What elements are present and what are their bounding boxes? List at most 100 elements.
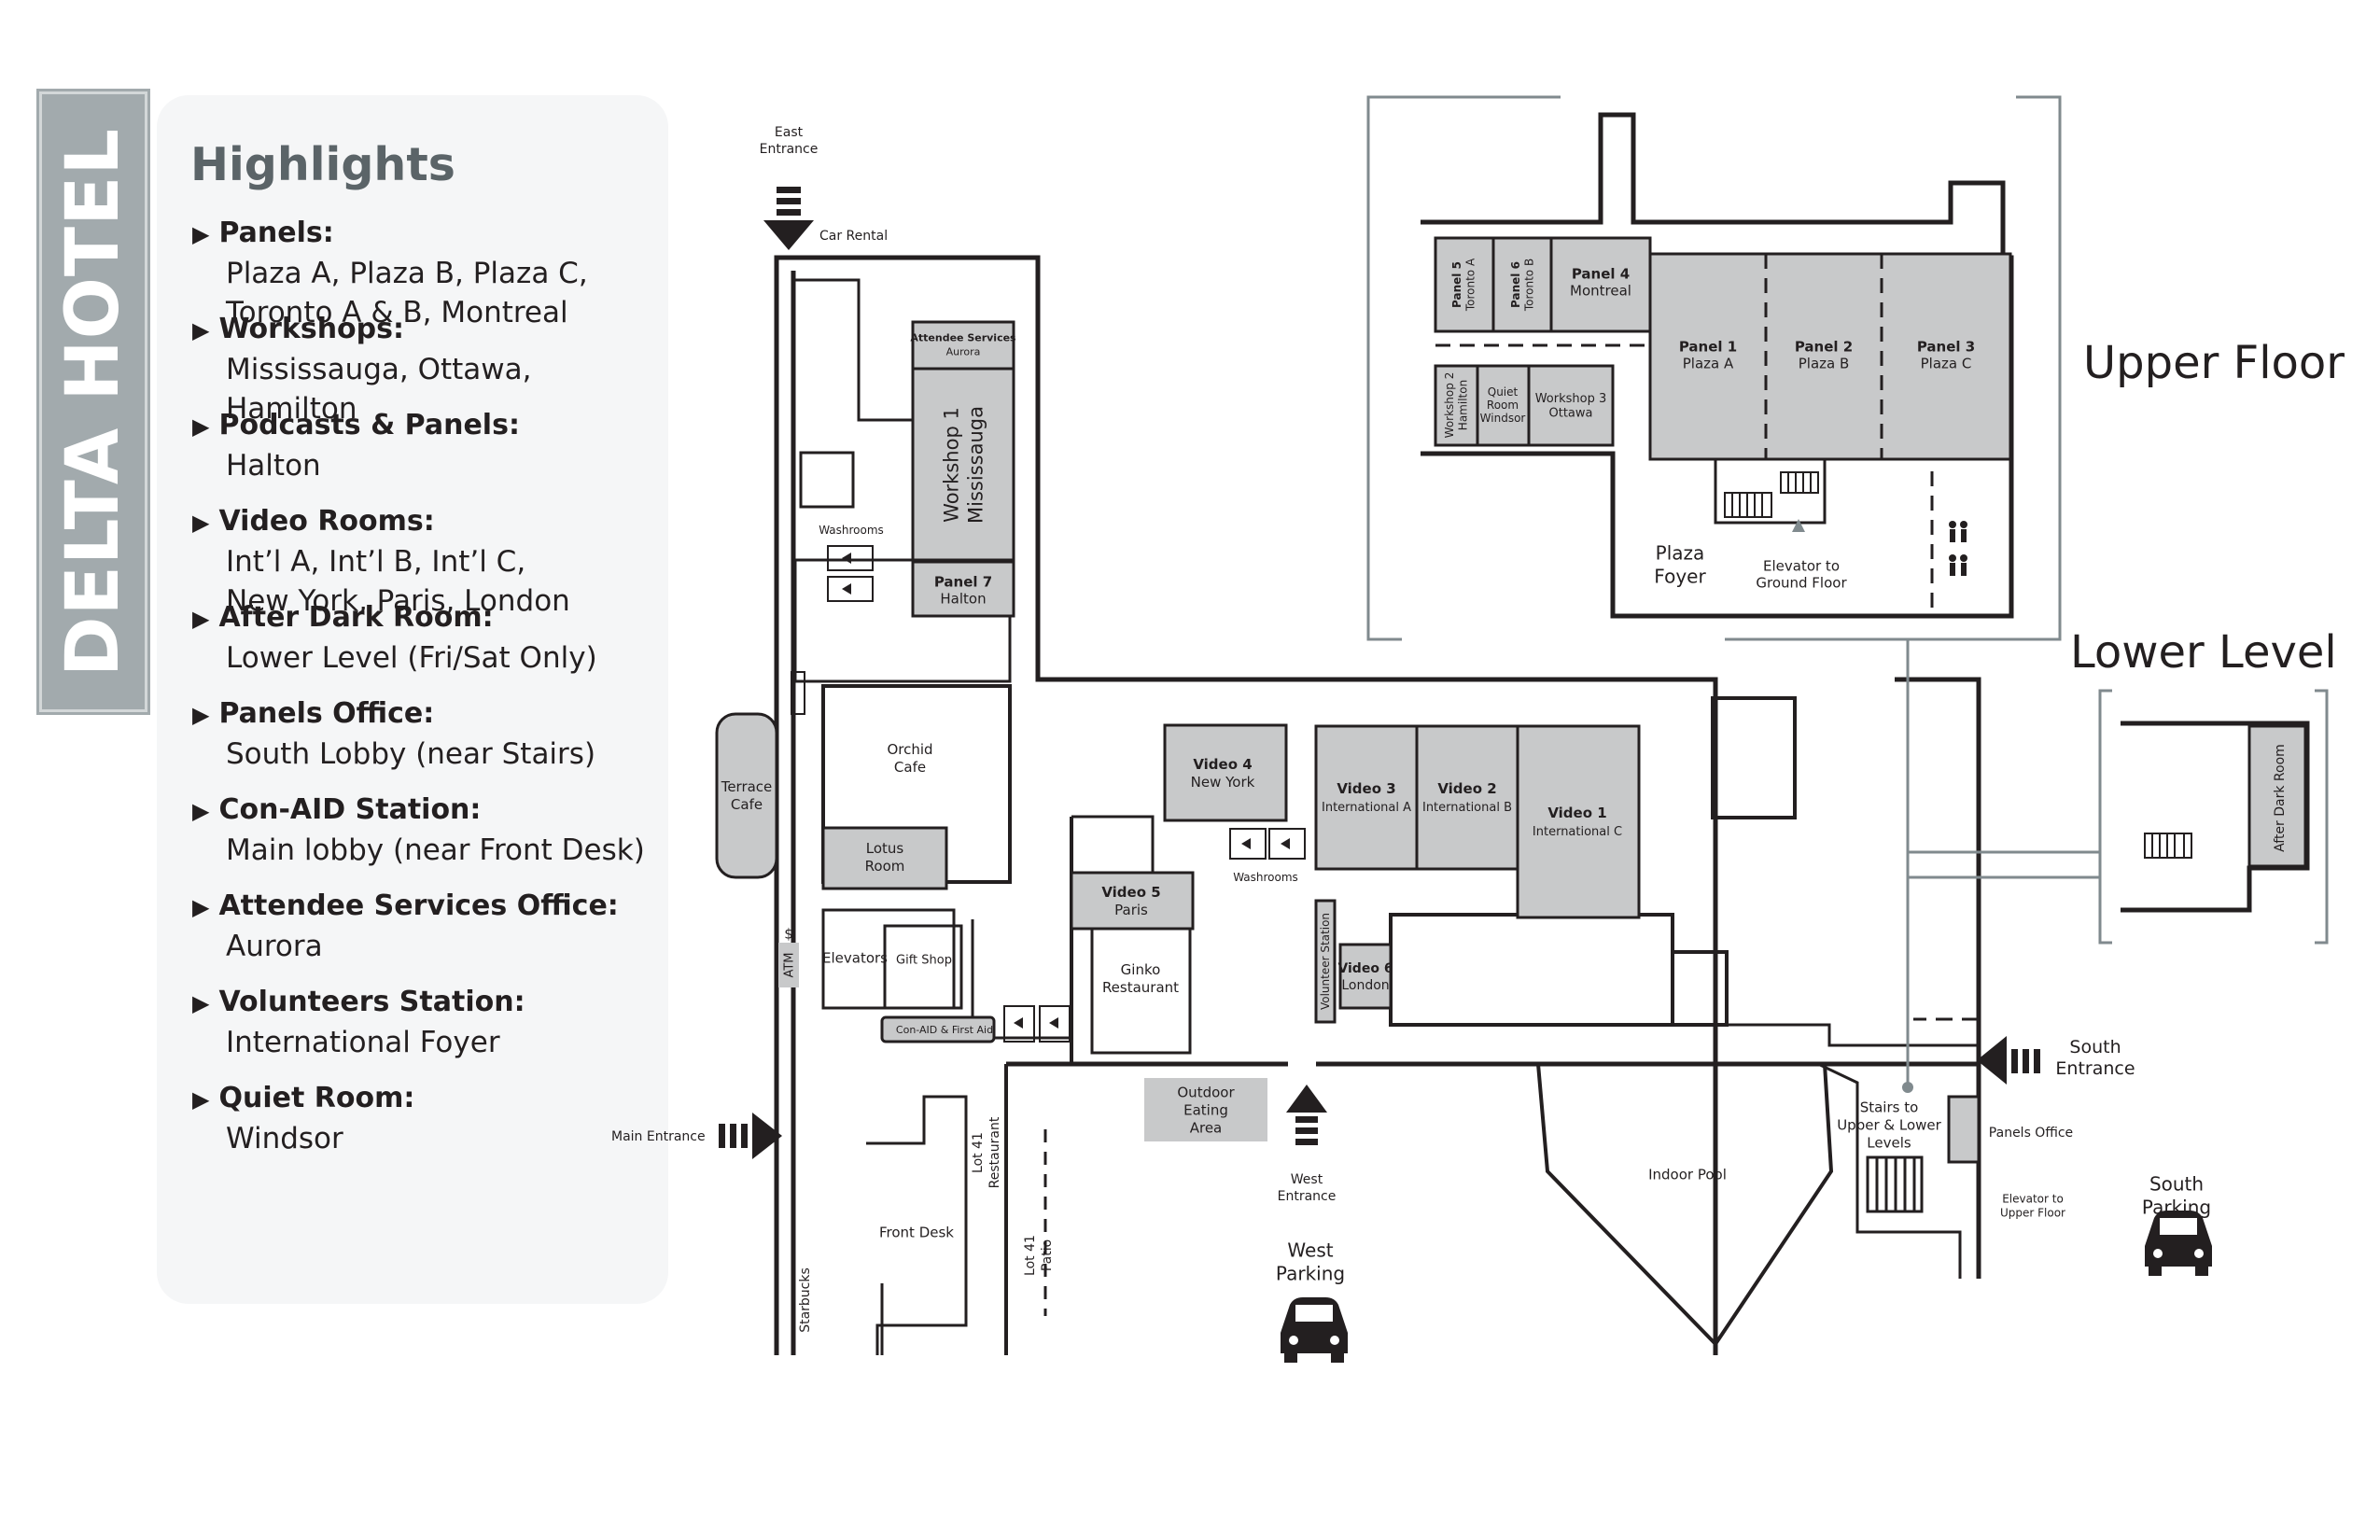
west-entrance-arrow-icon: [1286, 1085, 1327, 1145]
south-stairs-icon: [1866, 1155, 1924, 1213]
label-video-3-line: International A: [1322, 801, 1411, 815]
label-panel-2-line: Plaza B: [1799, 355, 1850, 371]
room-ottawa: [1527, 364, 1615, 447]
lower-stairs-icon: [2144, 833, 2192, 859]
label-workshop-2: Workshop 2Hamilton: [1443, 372, 1469, 439]
label-atm-line: ATM: [783, 952, 797, 977]
label-panel-3-line: Panel 3: [1917, 338, 1975, 355]
label-washrooms-west: Washrooms: [819, 524, 884, 537]
highlight-heading: ▶ Quiet Room:: [192, 1079, 414, 1119]
label-video-4-line: Video 4: [1193, 756, 1252, 773]
bullet-triangle-icon: ▶: [192, 510, 210, 536]
highlight-line: Int’l A, Int’l B, Int’l C,: [226, 545, 526, 579]
label-washrooms-mid: Washrooms: [1233, 871, 1298, 884]
label-panel-3-line: Plaza C: [1921, 355, 1972, 371]
label-panel-6: Panel 6Toronto B: [1509, 259, 1535, 312]
label-workshop-2-line: Hamilton: [1456, 380, 1469, 430]
room-plaza-abc: [1648, 252, 2012, 461]
label-workshop-1-line: Workshop 1: [940, 407, 962, 523]
elevator-ground-marker-icon: [1792, 519, 1805, 532]
label-starbucks: Starbucks: [798, 1267, 813, 1333]
label-volunteer-station: Volunteer Station: [1319, 913, 1332, 1010]
label-terrace-cafe-line: Cafe: [731, 796, 763, 813]
label-workshop-1-line: Mississauga: [964, 406, 987, 524]
label-workshop-3-line: Workshop 3: [1535, 392, 1607, 406]
panels-office-box: [1947, 1095, 1981, 1164]
label-outdoor-eating-line: Outdoor: [1177, 1084, 1235, 1100]
room-volunteer: [1314, 899, 1337, 1024]
label-elevator-ground-line: Elevator to: [1763, 557, 1840, 574]
label-terrace-cafe-line: Terrace: [721, 778, 773, 795]
label-elevators-line: Elevators: [822, 949, 888, 966]
highlight-heading: ▶Con-AID Station:: [192, 791, 645, 831]
label-panel-6-line: Panel 6: [1509, 261, 1522, 308]
terrace-cafe-box: [715, 712, 778, 879]
label-plaza-foyer-line: Plaza: [1656, 542, 1705, 565]
highlight-heading-text: Quiet Room:: [218, 1082, 415, 1114]
label-atm: ATM: [783, 952, 797, 977]
label-video-6-line: Video 6: [1337, 961, 1393, 976]
south-parking-car-icon: [2145, 1211, 2212, 1276]
highlight-item: ▶Panels Office:South Lobby (near Stairs): [192, 694, 595, 774]
label-con-aid: Con-AID & First Aid: [896, 1024, 993, 1036]
label-plaza-foyer-line: Foyer: [1654, 566, 1706, 588]
bullet-triangle-icon: ▶: [192, 317, 210, 343]
highlight-heading-text: Volunteers Station:: [218, 986, 525, 1018]
room-new-york: [1163, 723, 1288, 822]
label-video-1-line: Video 1: [1547, 805, 1606, 821]
label-panel-5-line: Toronto A: [1463, 258, 1477, 312]
highlight-line: New York, Paris, London: [226, 584, 570, 618]
highlight-item: ▶ Quiet Room: Windsor: [192, 1079, 414, 1158]
label-elevator-upper-line: Elevator to: [2002, 1193, 2064, 1206]
room-intl-b: [1415, 724, 1519, 871]
label-video-5-line: Paris: [1114, 902, 1148, 918]
room-aurora: [911, 320, 1015, 371]
highlight-heading: ▶Panels Office:: [192, 694, 595, 735]
highlight-heading: ▶After Dark Room:: [192, 598, 597, 638]
bullet-triangle-icon: ▶: [192, 606, 210, 632]
ground-room-fills: [715, 320, 1981, 1164]
label-panel-1-line: Plaza A: [1683, 355, 1734, 371]
lower-level-title: Lower Level: [2070, 626, 2337, 679]
highlight-heading: ▶Workshops:: [192, 310, 532, 350]
highlight-heading-text: Video Rooms:: [218, 505, 435, 538]
label-panel-4-line: Panel 4: [1572, 265, 1630, 282]
label-ginko-line: Restaurant: [1102, 979, 1179, 996]
label-panel-1-line: Panel 1: [1679, 338, 1737, 355]
hotel-name-banner: DELTA HOTEL: [36, 89, 150, 715]
label-south-parking-line: Parking: [2142, 1197, 2211, 1219]
bullet-triangle-icon: ▶: [192, 1086, 210, 1113]
label-car-rental-line: Car Rental: [819, 229, 888, 244]
upper-washroom-icons: [1949, 521, 1967, 576]
highlight-line: Hamilton: [226, 392, 357, 426]
highlight-heading: ▶Podcasts & Panels:: [192, 406, 520, 446]
label-lot-41-restaurant-line: Restaurant: [987, 1116, 1002, 1188]
label-video-2: Video 2 International B: [1422, 780, 1512, 815]
highlights-panel: Highlights ▶Panels:Plaza A, Plaza B, Pla…: [157, 95, 668, 1304]
highlight-line: Plaza A, Plaza B, Plaza C,: [226, 257, 588, 290]
highlight-item: ▶Con-AID Station:Main lobby (near Front …: [192, 791, 645, 870]
label-video-2-line: Video 2: [1437, 780, 1496, 797]
highlight-heading: ▶ Video Rooms:: [192, 502, 570, 542]
highlight-line: Main lobby (near Front Desk): [226, 833, 645, 867]
label-main-entrance: Main Entrance: [611, 1129, 706, 1144]
label-south-entrance-line: South: [2069, 1037, 2121, 1057]
label-south-parking-line: South: [2149, 1173, 2204, 1196]
highlight-line: Windsor: [226, 1122, 343, 1155]
label-quiet-room-line: Room: [1487, 399, 1519, 412]
lower-level-plan: [2098, 689, 2329, 945]
label-video-2-line: International B: [1422, 801, 1512, 815]
label-stairs-line: Stairs to: [1860, 1099, 1919, 1115]
west-parking-car-icon: [1281, 1297, 1348, 1363]
